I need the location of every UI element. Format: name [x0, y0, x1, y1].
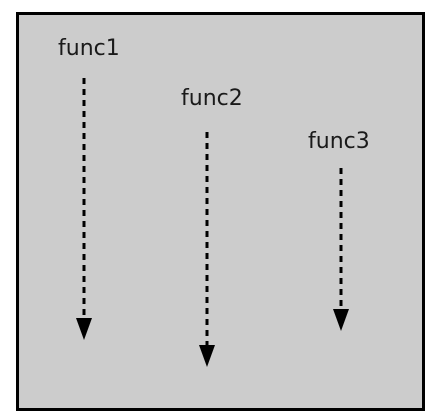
func2-arrow	[199, 132, 215, 367]
func1-label: func1	[58, 36, 120, 61]
func3-label: func3	[308, 129, 370, 154]
func3-arrow-head	[333, 309, 349, 331]
func2-label: func2	[181, 86, 243, 111]
func1-arrow	[76, 78, 92, 340]
func2-arrow-head	[199, 345, 215, 367]
func3-arrow	[333, 168, 349, 331]
func1-arrow-head	[76, 318, 92, 340]
